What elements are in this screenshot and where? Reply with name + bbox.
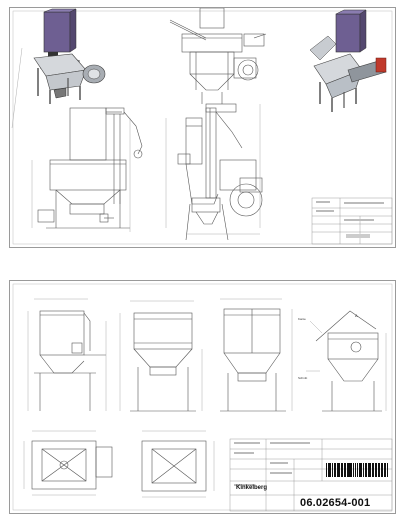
front-elevation-view — [31, 107, 143, 232]
sheet-2-graphics — [12, 283, 393, 512]
barcode — [326, 463, 388, 477]
sheet-1-graphics — [11, 8, 393, 245]
section-view-a-a — [306, 310, 387, 412]
drawing-sheet-1 — [9, 7, 396, 248]
isometric-view-left — [11, 8, 106, 129]
detail-view-2 — [119, 300, 203, 412]
drawing-sheet-2: A Kante Schnitt Kinkelberg 06.02654-001 — [9, 280, 396, 514]
callout-kante: Kante — [298, 317, 306, 321]
title-block-sheet-1 — [311, 197, 393, 245]
drawing-number: 06.02654-001 — [300, 497, 371, 509]
callout-schnitt: Schnitt — [298, 376, 308, 380]
isometric-view-right — [309, 9, 387, 112]
detail-view-3 — [220, 298, 293, 412]
detail-view-1 — [27, 298, 107, 411]
section-label: A — [355, 313, 358, 318]
side-elevation-view — [165, 103, 263, 241]
plan-view-1 — [23, 430, 113, 496]
company-name: Kinkelberg — [236, 485, 268, 491]
plan-view-2 — [141, 430, 215, 498]
top-center-view — [169, 8, 267, 104]
